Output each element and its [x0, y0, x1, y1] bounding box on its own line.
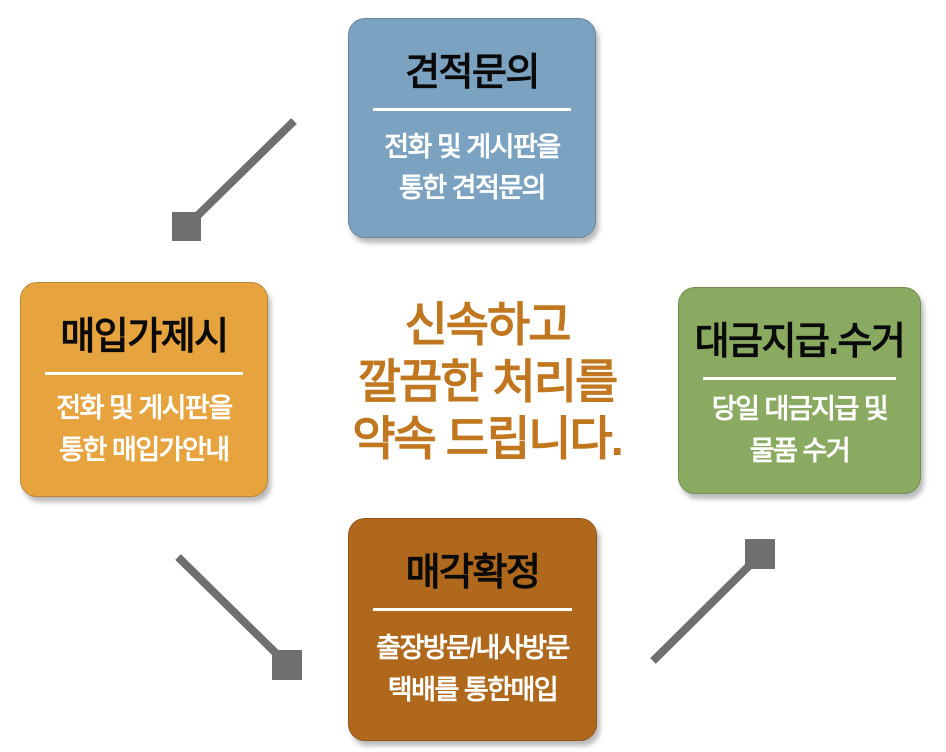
step-body: 당일 대금지급 및 물품 수거: [711, 380, 889, 481]
center-message-line: 약속 드립니다.: [352, 412, 624, 465]
step-divider: [373, 608, 572, 611]
step-divider: [45, 372, 243, 375]
step-body-line: 통한 견적문의: [398, 173, 547, 203]
connector-bottom-left: [175, 554, 302, 680]
step-title: 매입가제시: [60, 316, 229, 358]
step-divider: [702, 377, 897, 380]
connector-square-endpoint: [172, 212, 201, 241]
step-title: 대금지급.수거: [694, 321, 906, 363]
step-body: 전화 및 게시판을 통한 매입가안내: [56, 375, 233, 484]
step-title: 견적문의: [405, 52, 540, 94]
step-body-line: 물품 수거: [749, 435, 851, 466]
center-message-line: 신속하고: [404, 298, 572, 351]
connector-bottom-right: [650, 539, 775, 664]
step-box-purchase-price-offer: 매입가제시 전화 및 게시판을 통한 매입가안내: [20, 282, 268, 497]
step-body: 전화 및 게시판을 통한 견적문의: [384, 111, 561, 225]
step-box-quote-inquiry: 견적문의 전화 및 게시판을 통한 견적문의: [348, 18, 596, 238]
step-body-line: 당일 대금지급 및: [711, 394, 889, 425]
step-box-sale-confirmation: 매각확정 출장방문/내사방문 택배를 통한매입: [348, 518, 597, 741]
connector-square-endpoint: [272, 650, 302, 680]
step-body-line: 택배를 통한매입: [387, 674, 559, 705]
step-title: 매각확정: [405, 552, 541, 594]
center-message-line: 깔끔한 처리를: [357, 355, 619, 408]
connector-top-left: [172, 118, 297, 241]
step-body-line: 통한 매입가안내: [59, 434, 230, 465]
connector-square-endpoint: [745, 539, 775, 569]
step-body-line: 전화 및 게시판을: [56, 393, 233, 424]
connector-line: [175, 554, 291, 668]
connector-line: [650, 551, 764, 664]
step-box-payment-and-pickup: 대금지급.수거 당일 대금지급 및 물품 수거: [678, 287, 921, 494]
connector-line: [185, 118, 297, 228]
step-body-line: 출장방문/내사방문: [376, 633, 570, 664]
center-message: 신속하고 깔끔한 처리를 약속 드립니다.: [267, 296, 707, 467]
step-body-line: 전화 및 게시판을: [384, 131, 561, 162]
step-body: 출장방문/내사방문 택배를 통한매입: [376, 611, 570, 728]
step-divider: [373, 108, 571, 111]
